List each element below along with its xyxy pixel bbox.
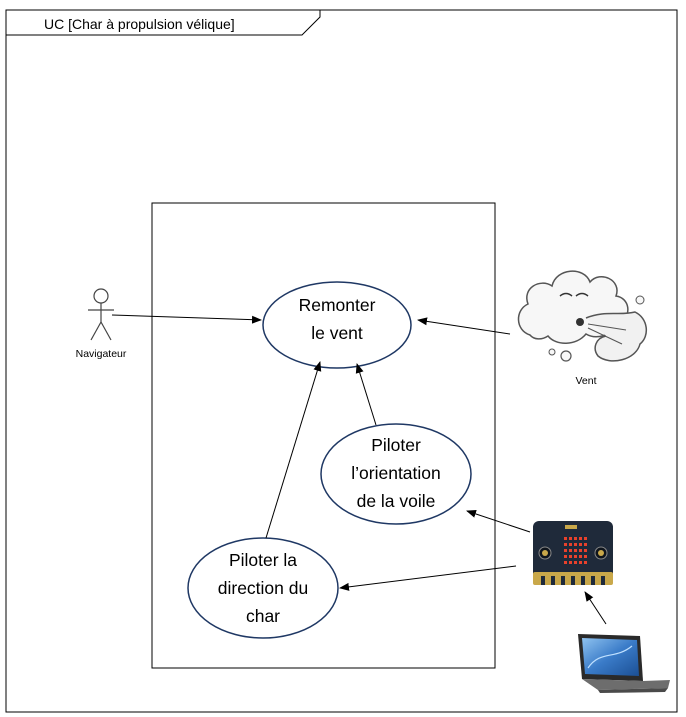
- use-case-label-line: Piloter la: [229, 550, 297, 570]
- actor-label: Vent: [575, 375, 596, 387]
- use-case-label-line: l’orientation: [351, 463, 441, 483]
- frame: UC [Char à propulsion vélique]: [5, 9, 678, 713]
- actor-microbit[interactable]: [533, 521, 613, 585]
- use-case-label-line: le vent: [311, 323, 363, 343]
- system-boundary: [151, 202, 496, 669]
- actor-vent[interactable]: Vent: [517, 270, 647, 387]
- include-voile-remonter: [355, 363, 377, 426]
- association-vent-remonter: [417, 317, 511, 335]
- microbit-board-icon: [533, 521, 613, 585]
- association-microbit-direction: [339, 565, 517, 591]
- actor-navigateur[interactable]: Navigateur: [76, 288, 127, 360]
- association-microbit-voile: [466, 510, 531, 533]
- include-direction-remonter: [265, 361, 322, 539]
- association-laptop-microbit: [584, 591, 607, 625]
- association-navigateur-remonter: [111, 314, 262, 324]
- use-case-piloter-voile[interactable]: Piloter l’orientation de la voile: [320, 423, 472, 525]
- actor-laptop[interactable]: [578, 634, 670, 693]
- use-case-label-line: char: [246, 606, 280, 626]
- laptop-icon: [578, 634, 670, 693]
- use-case-label-line: Piloter: [371, 435, 421, 455]
- actor-label: Navigateur: [76, 348, 127, 360]
- stick-figure-icon: [88, 288, 114, 341]
- use-case-label-line: direction du: [218, 578, 308, 598]
- use-case-piloter-direction[interactable]: Piloter la direction du char: [187, 537, 339, 639]
- wind-cloud-icon: [517, 270, 647, 362]
- use-case-remonter-le-vent[interactable]: Remonter le vent: [262, 281, 412, 369]
- use-case-label-line: Remonter: [299, 295, 376, 315]
- frame-title: UC [Char à propulsion vélique]: [44, 16, 235, 32]
- use-case-label-line: de la voile: [357, 491, 436, 511]
- relationships: [111, 314, 607, 625]
